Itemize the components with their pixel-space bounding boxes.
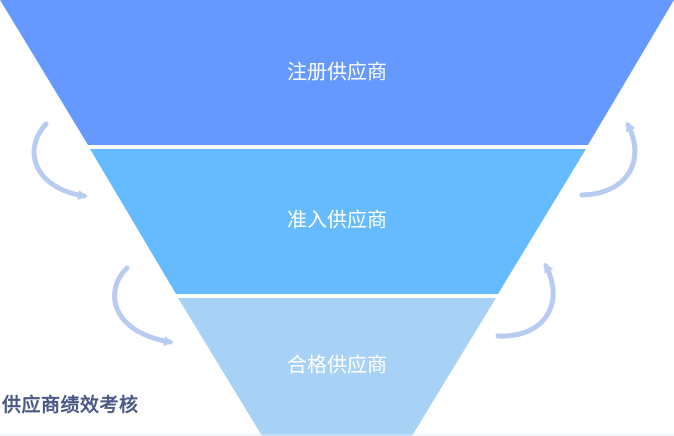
tier-registered <box>0 0 674 145</box>
right-arrows <box>495 121 638 339</box>
left-upper-curved-arrow-icon <box>31 121 88 200</box>
tier-qualified-label: 合格供应商 <box>287 353 387 377</box>
tier-admitted-label: 准入供应商 <box>287 208 387 232</box>
tier-admitted <box>90 149 586 294</box>
left-arrows <box>31 121 174 346</box>
left-lower-curved-arrow-icon <box>112 265 174 346</box>
tier-registered-label: 注册供应商 <box>287 60 387 84</box>
right-upper-curved-arrow-icon <box>579 121 638 198</box>
tier-qualified <box>178 298 496 436</box>
performance-evaluation-label: 供应商绩效考核 <box>2 394 139 416</box>
right-lower-curved-arrow-icon <box>495 262 556 339</box>
